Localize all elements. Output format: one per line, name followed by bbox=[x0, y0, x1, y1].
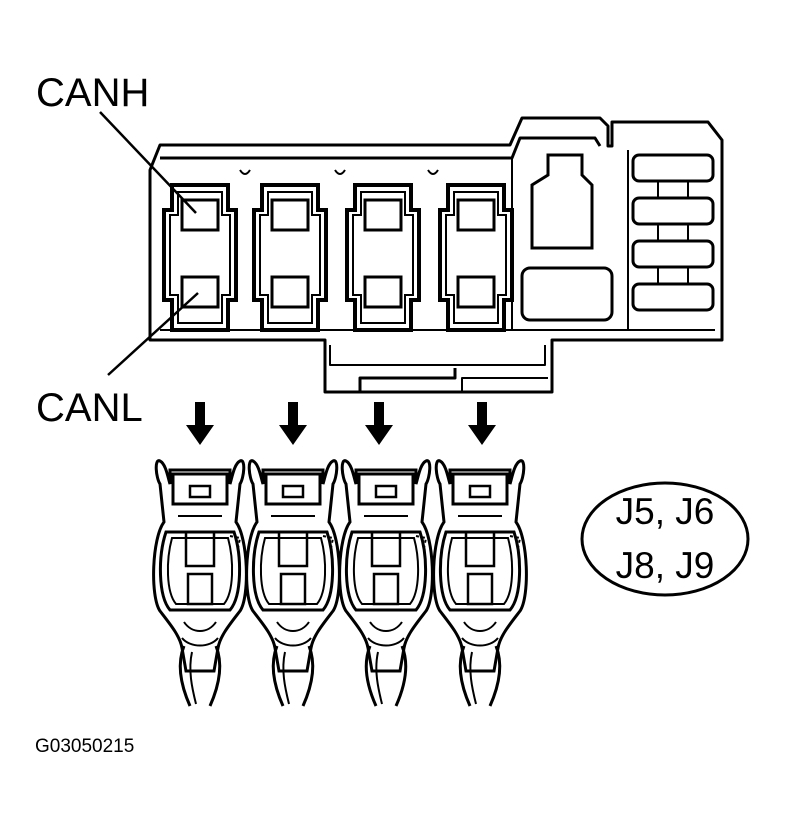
terminal-1 bbox=[152, 459, 248, 708]
down-arrow-icon bbox=[468, 402, 496, 445]
terminal-3 bbox=[338, 459, 434, 708]
canh-label: CANH bbox=[36, 71, 149, 115]
canh-terminal bbox=[180, 198, 220, 232]
down-arrow-icon bbox=[365, 402, 393, 445]
connector-id-badge bbox=[580, 481, 750, 597]
canl-leader-line bbox=[107, 292, 199, 376]
connector-cavity-3 bbox=[345, 183, 421, 332]
figure-code: G03050215 bbox=[35, 736, 134, 757]
connector-cavity-2 bbox=[252, 183, 328, 332]
canh-leader-line bbox=[99, 111, 197, 214]
badge-line-1: J5, J6 bbox=[616, 491, 715, 532]
insertion-arrows bbox=[186, 402, 496, 445]
down-arrow-icon bbox=[186, 402, 214, 445]
canl-terminal bbox=[180, 275, 220, 309]
terminal-4 bbox=[432, 459, 528, 708]
leader-lines bbox=[99, 111, 199, 376]
connector-cavity-4 bbox=[438, 183, 514, 332]
terminal-2 bbox=[245, 459, 341, 708]
connector-side-features bbox=[520, 153, 715, 322]
canl-label: CANL bbox=[36, 386, 143, 430]
badge-line-2: J8, J9 bbox=[616, 545, 715, 586]
down-arrow-icon bbox=[279, 402, 307, 445]
connector-housing bbox=[148, 116, 724, 394]
connector-cavity-1 bbox=[162, 183, 238, 332]
